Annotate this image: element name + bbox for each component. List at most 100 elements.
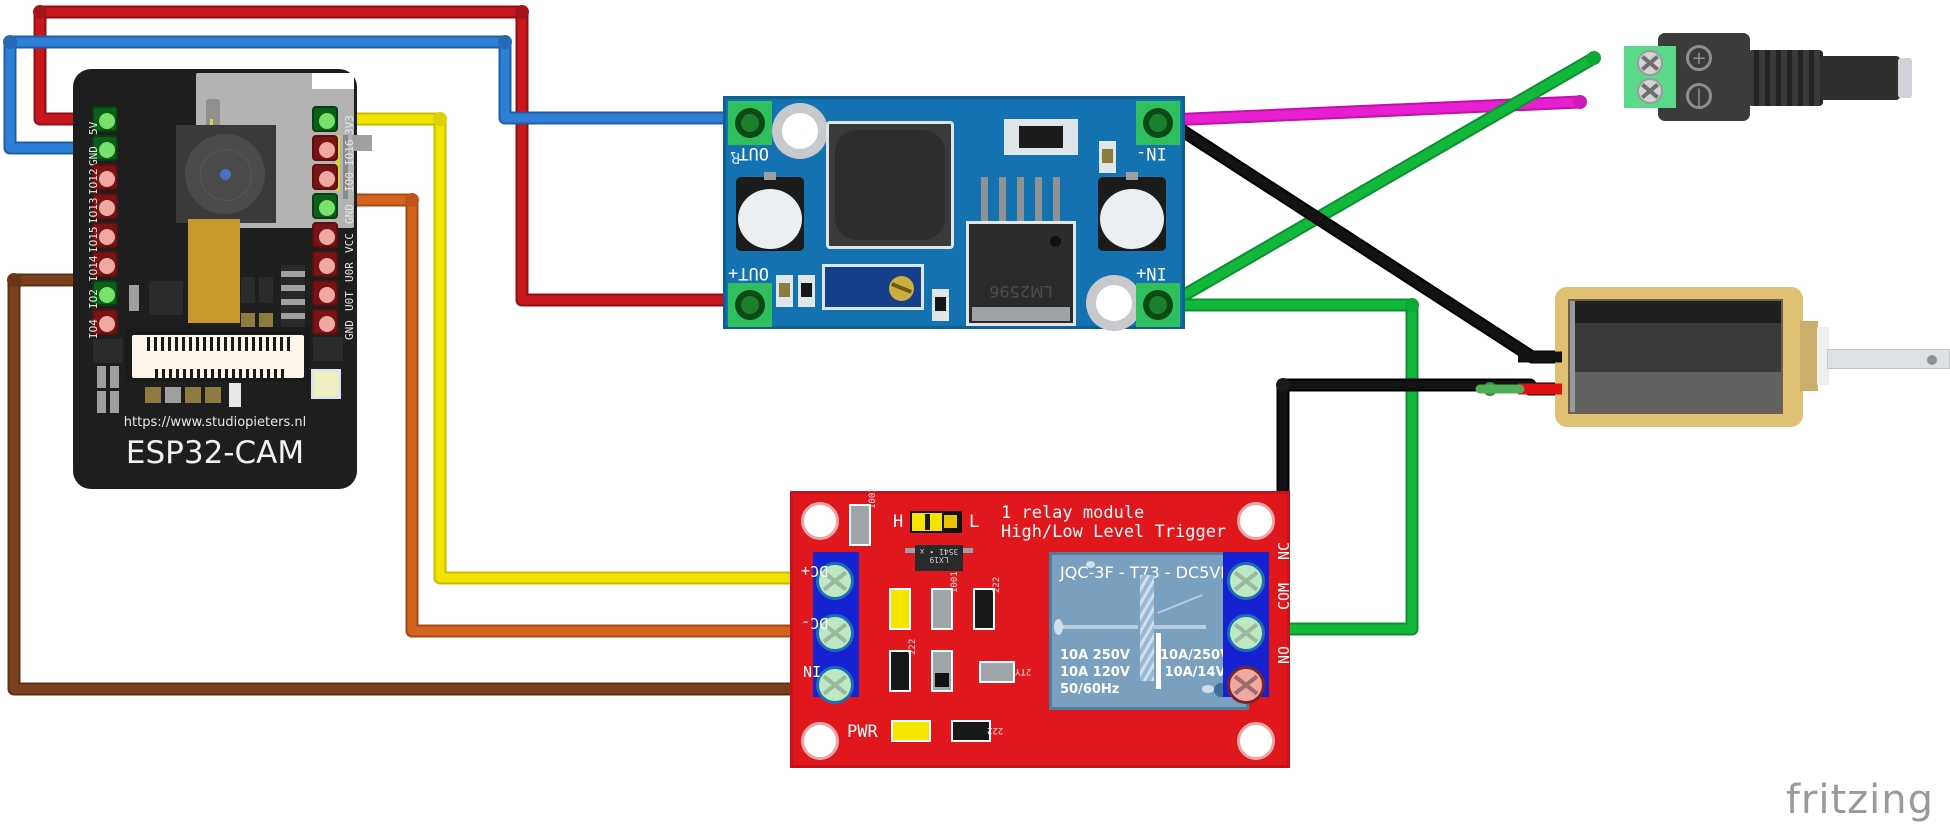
relay-resistor-r1: 1001 xyxy=(849,487,878,546)
solenoid-door-lock[interactable] xyxy=(1555,287,1950,427)
esp-pin-right-3[interactable] xyxy=(312,193,338,219)
esp-pin-left-2[interactable] xyxy=(92,164,118,190)
solenoid-plunger-shaft xyxy=(1827,349,1950,369)
buck-resistor-1 xyxy=(776,275,793,307)
relay-mount-hole-bl xyxy=(801,722,839,760)
board-url: https://www.studiopieters.nl xyxy=(123,415,307,430)
relay-jumper-label-h: H xyxy=(893,512,904,532)
esp-pin-right-2[interactable] xyxy=(312,164,338,190)
jack-terminal-minus[interactable] xyxy=(1637,78,1663,104)
buck-capacitor-output xyxy=(736,172,804,251)
buck-ic-tab xyxy=(972,307,1070,321)
solenoid-core-edge xyxy=(1570,301,1575,412)
sd-tab-right xyxy=(352,135,372,151)
smd-regulator xyxy=(93,339,123,363)
esp-pin-right-4[interactable] xyxy=(312,222,338,248)
esp-pin-right-1[interactable] xyxy=(312,135,338,161)
camera-fpc-connector xyxy=(125,327,311,381)
smd-i xyxy=(229,383,241,407)
relay-component-jqc-3f: JQC-3F - T73 - DC5VDC 10A 250V 10A 120V … xyxy=(1049,552,1249,710)
smd-f xyxy=(165,387,181,403)
buck-schottky-diode xyxy=(1004,119,1078,155)
camera-module xyxy=(176,125,276,223)
buck-terminal-in-minus[interactable] xyxy=(1136,101,1180,145)
relay-terminal-dc-plus[interactable] xyxy=(816,562,854,600)
relay-terminal-com[interactable] xyxy=(1227,614,1265,652)
smd-e xyxy=(145,387,161,403)
buck-terminal-out-plus[interactable] xyxy=(728,283,772,327)
relay-mount-hole-tl xyxy=(801,502,839,540)
jack-strain-relief xyxy=(1748,50,1823,106)
buck-capacitor-input xyxy=(1098,172,1166,251)
smd-h xyxy=(205,387,221,403)
wire-esp-gnd-to-buck-out-minus xyxy=(3,35,749,155)
relay-led-1 xyxy=(889,588,911,630)
esp32-cam-board[interactable]: 5V GND IO12 IO13 IO15 IO14 IO2 IO4 3V3 I… xyxy=(73,69,372,489)
fpc-teeth-top xyxy=(147,337,291,351)
relay-optocoupler-chip: LX19 3541 • x xyxy=(905,545,973,571)
fpc-teeth-bottom xyxy=(155,369,287,380)
solenoid-core-bottom xyxy=(1570,372,1781,412)
relay-mount-hole-br xyxy=(1237,722,1275,760)
relay-diode-band xyxy=(935,673,949,687)
solenoid-bushing xyxy=(1817,327,1829,385)
esp-pin-left-4[interactable] xyxy=(92,222,118,248)
jack-terminal-plus[interactable] xyxy=(1637,50,1663,76)
esp-pin-left-5[interactable] xyxy=(92,251,118,277)
buck-resistor-3 xyxy=(932,289,949,321)
solenoid-coil-body xyxy=(1568,299,1783,414)
esp-pin-right-6[interactable] xyxy=(312,280,338,306)
jack-screw-terminal-block xyxy=(1624,46,1676,108)
buck-ic-legs xyxy=(981,177,1061,223)
chip-pad-left xyxy=(905,548,915,553)
smd-pad-b xyxy=(110,366,119,388)
buck-inductor xyxy=(826,121,954,249)
one-channel-relay-module[interactable]: 1 relay module High/Low Level Trigger H … xyxy=(790,487,1293,768)
relay-resistor-r3: 222 xyxy=(973,577,1002,630)
relay-resistor-r4: 222 xyxy=(889,639,918,692)
buck-terminal-in-plus[interactable] xyxy=(1136,283,1180,327)
relay-mount-hole-tr xyxy=(1237,502,1275,540)
jack-metal-tip xyxy=(1898,58,1912,98)
relay-coil-symbol xyxy=(1140,575,1154,681)
wire-esp-gnd-to-relay-dc-minus xyxy=(323,193,837,638)
sd-notch xyxy=(312,73,354,89)
esp-pin-left-0[interactable] xyxy=(92,106,118,132)
jack-minus-symbol: | xyxy=(1686,83,1712,109)
solenoid-core-top xyxy=(1570,301,1781,323)
smd-g xyxy=(185,387,201,403)
relay-terminal-nc[interactable] xyxy=(1227,562,1265,600)
relay-contact-lead-right xyxy=(1154,625,1206,629)
relay-transistor: 2TY xyxy=(979,661,1031,683)
esp-pin-left-6[interactable] xyxy=(92,280,118,306)
relay-trigger-jumper[interactable] xyxy=(910,511,962,533)
buck-terminal-out-minus[interactable] xyxy=(728,101,772,145)
solenoid-frame xyxy=(1555,287,1803,427)
smd-transistor xyxy=(149,281,183,315)
esp-pin-left-1[interactable] xyxy=(92,135,118,161)
relay-part-number: JQC-3F - T73 - DC5VDC xyxy=(1060,563,1244,582)
relay-jumper-label-l: L xyxy=(969,512,980,532)
esp-pin-right-5[interactable] xyxy=(312,251,338,277)
jack-plus-symbol: + xyxy=(1686,45,1712,71)
relay-terminal-dc-minus[interactable] xyxy=(816,614,854,652)
esp-pin-left-7[interactable] xyxy=(92,309,118,335)
relay-terminal-in[interactable] xyxy=(816,666,854,704)
buck-trim-potentiometer[interactable] xyxy=(822,264,924,310)
smd-pad-a xyxy=(97,366,106,388)
relay-rating-left: 10A 250V 10A 120V 50/60Hz xyxy=(1060,648,1130,697)
buck-resistor-2 xyxy=(798,275,815,307)
lm2596-buck-converter-board[interactable]: OUT- OUT+ IN- IN+ R LM2596 xyxy=(723,96,1185,331)
relay-diode xyxy=(931,650,953,692)
camera-lens-inner xyxy=(200,149,252,201)
esp-pin-left-3[interactable] xyxy=(92,193,118,219)
esp-pin-right-0[interactable] xyxy=(312,106,338,132)
mount-hole-top-left xyxy=(772,103,828,159)
relay-terminal-no[interactable] xyxy=(1227,666,1265,704)
jack-barrel-body xyxy=(1820,56,1900,100)
dc-barrel-jack-adapter[interactable]: + | xyxy=(1615,28,1950,126)
esp-pin-right-7[interactable] xyxy=(312,309,338,335)
relay-resistor-r5: 222 xyxy=(951,720,1003,742)
wire-buck-in-plus-to-relay-com xyxy=(1160,298,1419,636)
